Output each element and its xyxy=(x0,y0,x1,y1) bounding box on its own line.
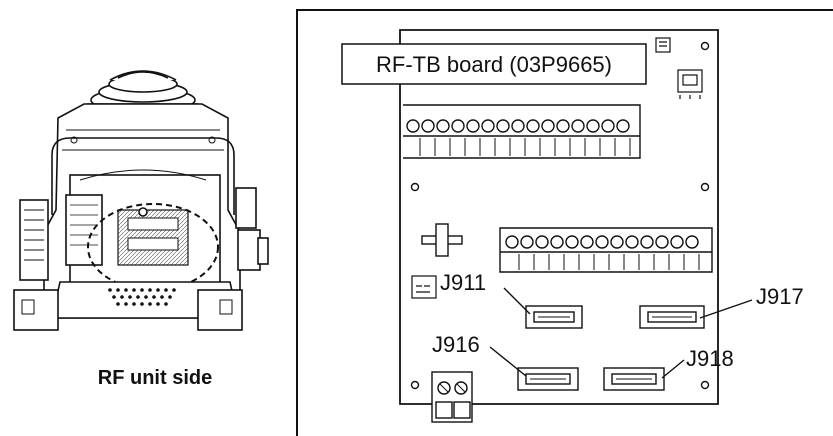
board-frame xyxy=(296,9,833,436)
rf-unit-side-caption: RF unit side xyxy=(98,367,212,389)
board-title-box xyxy=(341,43,647,85)
connector-j911 xyxy=(525,305,583,329)
board-title: RF-TB board (03P9665) xyxy=(376,52,612,77)
jumper-switch xyxy=(421,223,463,257)
connector-j918 xyxy=(603,367,665,391)
mounting-holes xyxy=(410,41,710,390)
power-connector xyxy=(431,371,473,423)
small-component-left xyxy=(411,275,437,299)
connector-j917 xyxy=(639,305,705,329)
label-j917: J917 xyxy=(756,284,804,309)
label-j916: J916 xyxy=(432,332,480,357)
rf-unit-illustration xyxy=(13,70,269,331)
leader-lines xyxy=(489,287,753,379)
ventilation-holes xyxy=(108,288,176,306)
terminal-block-lower xyxy=(499,227,713,273)
terminal-block-upper xyxy=(403,104,641,159)
label-j911: J911 xyxy=(440,270,486,295)
connector-j916 xyxy=(517,367,579,391)
small-component-top xyxy=(655,37,703,99)
label-j918: J918 xyxy=(686,346,734,371)
